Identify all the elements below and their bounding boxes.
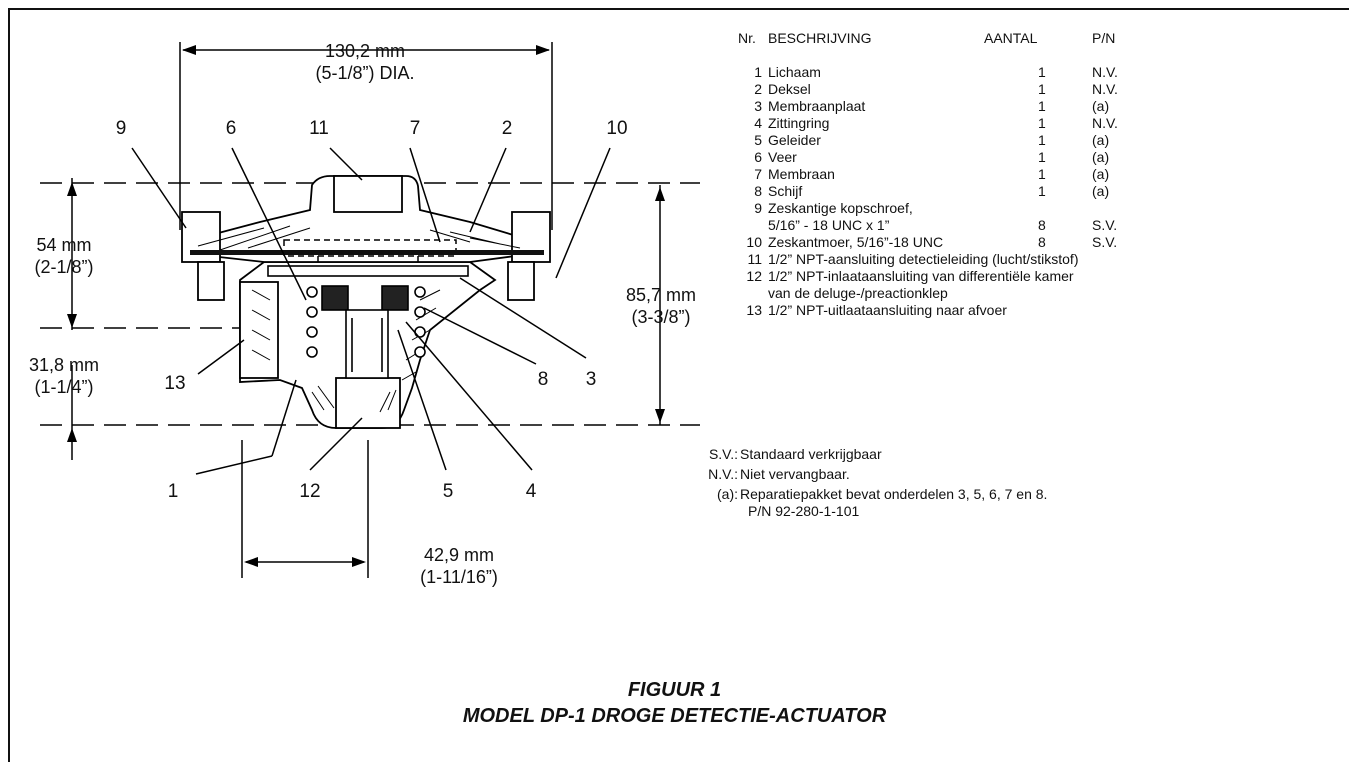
callout-11: 11 [309,118,329,139]
part-description: Zittingring [768,115,830,131]
part-pn: (a) [1092,98,1110,114]
note-key: (a): [717,486,738,502]
note-key: N.V.: [708,466,738,482]
note-text: Reparatiepakket bevat onderdelen 3, 5, 6… [740,486,1048,502]
callout-10: 10 [606,118,628,139]
dimension-port-width-mm: 42,9 mm [423,545,495,565]
dimension-arrows [67,45,665,567]
part-pn: N.V. [1092,81,1118,97]
callout-1: 1 [167,481,179,502]
callout-7: 7 [409,118,421,139]
internals [267,265,469,379]
callout-3: 3 [585,369,597,390]
dimension-port-width-in: (1-11/16”) [420,567,498,587]
note-text-line2: P/N 92-280-1-101 [748,503,860,519]
part-description-line2: van de deluge-/preactionklep [768,285,948,301]
dimension-overall-width: 130,2 mm (5-1/8”) DIA. [250,40,480,84]
part-pn: S.V. [1092,217,1118,233]
part-description: 1/2” NPT-aansluiting detectieleiding (lu… [768,251,1079,267]
page-border-top [8,8,1349,10]
part-nr: 7 [754,166,762,182]
part-nr: 3 [754,98,762,114]
part-quantity: 1 [1038,81,1046,97]
part-nr: 10 [746,234,762,250]
part-description: 1/2” NPT-uitlaataansluiting naar afvoer [768,302,1007,318]
part-description: Membraanplaat [768,98,866,114]
dimension-upper-height-mm: 54 mm [36,235,92,255]
part-description: Lichaam [768,64,821,80]
dimension-lines [71,42,661,578]
actuator-body [181,175,551,429]
note-text: Niet vervangbaar. [740,466,850,482]
part-description: Deksel [768,81,811,97]
callout-12: 12 [299,481,321,502]
part-nr: 4 [754,115,762,131]
part-pn: S.V. [1092,234,1118,250]
callout-6: 6 [225,118,237,139]
header-pn: P/N [1092,30,1116,46]
part-description: Veer [768,149,797,165]
part-pn: N.V. [1092,115,1118,131]
part-nr: 2 [754,81,762,97]
part-quantity: 1 [1038,183,1046,199]
part-pn: (a) [1092,132,1110,148]
part-nr: 13 [746,302,762,318]
dimension-total-height: 85,7 mm (3-3/8”) [606,284,716,328]
callout-9: 9 [115,118,127,139]
callout-8: 8 [537,369,549,390]
part-quantity: 1 [1038,132,1046,148]
dimension-upper-height: 54 mm (2-1/8”) [14,234,114,278]
header-quantity: AANTAL [984,30,1038,46]
diaphragm [190,250,544,255]
part-pn: (a) [1092,183,1110,199]
part-quantity: 1 [1038,64,1046,80]
note-text: Standaard verkrijgbaar [740,446,882,462]
part-quantity: 8 [1038,217,1046,233]
dimension-port-width: 42,9 mm (1-11/16”) [394,544,524,588]
note-key: S.V.: [708,446,738,462]
part-pn: (a) [1092,149,1110,165]
dimension-lower-height-in: (1-1/4”) [34,377,94,397]
part-nr: 12 [746,268,762,284]
leader-lines [131,147,611,475]
callout-13: 13 [164,373,186,394]
dimension-upper-height-in: (2-1/8”) [34,257,94,277]
part-nr: 6 [754,149,762,165]
part-quantity: 1 [1038,149,1046,165]
part-description: Membraan [768,166,835,182]
part-description: Geleider [768,132,821,148]
dimension-overall-width-in: (5-1/8”) DIA. [315,63,415,83]
part-nr: 1 [754,64,762,80]
part-nr: 5 [754,132,762,148]
part-description: Schijf [768,183,803,199]
part-nr: 8 [754,183,762,199]
dimension-total-height-mm: 85,7 mm [625,285,697,305]
callout-4: 4 [525,481,537,502]
part-quantity: 1 [1038,115,1046,131]
callout-5: 5 [442,481,454,502]
part-description: Zeskantmoer, 5/16”-18 UNC [768,234,944,250]
figure-caption-line2: MODEL DP-1 DROGE DETECTIE-ACTUATOR [462,705,887,727]
part-nr: 9 [754,200,762,216]
part-description: Zeskantige kopschroef, [768,200,913,216]
page-border-left [8,8,10,762]
part-quantity: 1 [1038,166,1046,182]
part-description-line2: 5/16” - 18 UNC x 1” [768,217,890,233]
dimension-total-height-in: (3-3/8”) [631,307,691,327]
figure-caption-line1: FIGUUR 1 [627,679,722,701]
dimension-lower-height: 31,8 mm (1-1/4”) [14,354,114,398]
part-quantity: 1 [1038,98,1046,114]
part-pn: (a) [1092,166,1110,182]
header-nr: Nr. [738,30,756,46]
dimension-overall-width-mm: 130,2 mm [324,41,406,61]
part-quantity: 8 [1038,234,1046,250]
callout-2: 2 [501,118,513,139]
part-nr: 11 [747,251,762,267]
dimension-lower-height-mm: 31,8 mm [28,355,100,375]
part-description: 1/2” NPT-inlaataansluiting van different… [768,268,1074,284]
header-description: BESCHRIJVING [768,30,872,46]
part-pn: N.V. [1092,64,1118,80]
